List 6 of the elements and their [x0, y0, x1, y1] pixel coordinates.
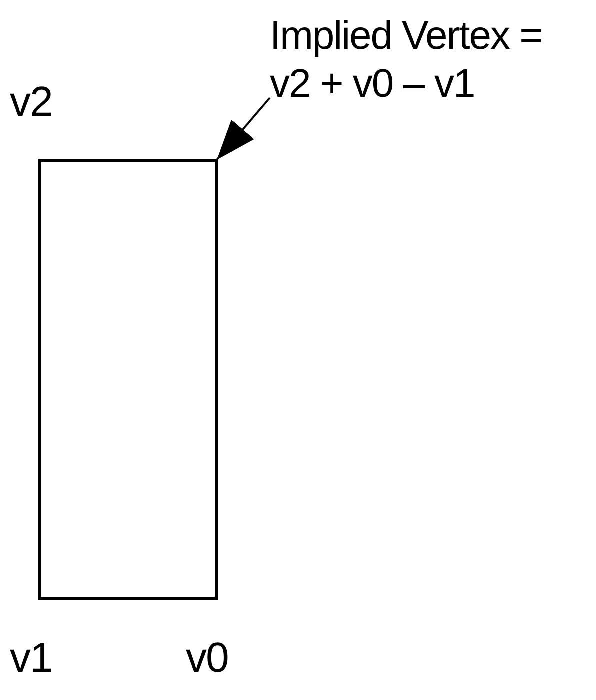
- rectangle: [38, 159, 218, 600]
- vertex-label: v2: [10, 78, 52, 126]
- callout-text: Implied Vertex = v2 + v0 – v1: [270, 12, 592, 108]
- vertex-label: v1: [10, 634, 52, 682]
- vertex-label: v0: [186, 634, 228, 682]
- leader-arrow: [216, 97, 271, 161]
